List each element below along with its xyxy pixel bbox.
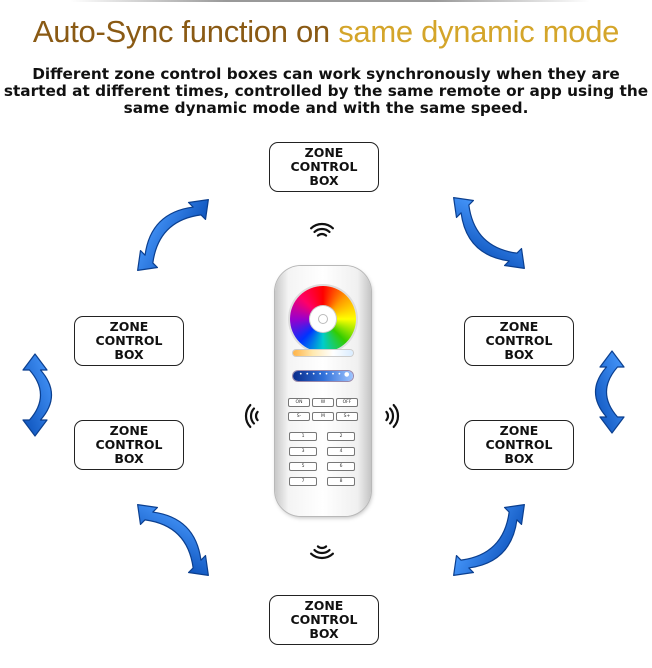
remote-zone-5-button: 5 (289, 462, 317, 471)
color-temperature-bar (293, 350, 353, 356)
remote-w-button: W (312, 398, 334, 407)
remote-zone-8-button: 8 (327, 477, 355, 486)
remote-zone-1-button: 1 (289, 432, 317, 441)
page-subtitle: Different zone control boxes can work sy… (3, 65, 649, 117)
signal-waves-icon-top (309, 222, 335, 237)
remote-zone-3-button: 3 (289, 447, 317, 456)
remote-mode-button: M (312, 412, 334, 421)
zone-control-box-left-lower: ZONE CONTROL BOX (74, 420, 184, 470)
signal-waves-icon-right (385, 403, 400, 429)
remote-speed-up-button: S+ (336, 412, 358, 421)
zone-control-box-right-lower: ZONE CONTROL BOX (464, 420, 574, 470)
remote-off-button: OFF (336, 398, 358, 407)
sync-arrow-icon-bottom-right (453, 504, 525, 576)
remote-zone-7-button: 7 (289, 477, 317, 486)
remote-speed-down-button: S- (288, 412, 310, 421)
sync-arrow-icon-top-left (137, 199, 209, 271)
zone-control-box-left-upper: ZONE CONTROL BOX (74, 316, 184, 366)
remote-control-icon: ON W OFF S- M S+ 1 2 3 4 5 6 7 8 (275, 266, 371, 516)
zone-control-box-right-upper: ZONE CONTROL BOX (464, 316, 574, 366)
remote-zone-4-button: 4 (327, 447, 355, 456)
color-wheel (290, 286, 356, 352)
sync-arrow-icon-top-right (453, 197, 525, 269)
zone-control-box-bottom: ZONE CONTROL BOX (269, 595, 379, 645)
signal-waves-icon-left (244, 403, 259, 429)
remote-on-button: ON (288, 398, 310, 407)
sync-arrow-icon-left (22, 353, 53, 437)
sync-arrow-icon-right (594, 350, 625, 434)
remote-zone-6-button: 6 (327, 462, 355, 471)
title-part-2: same dynamic mode (338, 14, 620, 49)
signal-waves-icon-bottom (309, 545, 335, 560)
sync-arrow-icon-bottom-left (137, 504, 209, 576)
top-divider (70, 0, 590, 2)
zone-control-box-top: ZONE CONTROL BOX (269, 142, 379, 192)
brightness-bar (293, 369, 353, 381)
page-title: Auto-Sync function on same dynamic mode (0, 14, 652, 50)
title-part-1: Auto-Sync function on (32, 14, 339, 49)
remote-zone-2-button: 2 (327, 432, 355, 441)
